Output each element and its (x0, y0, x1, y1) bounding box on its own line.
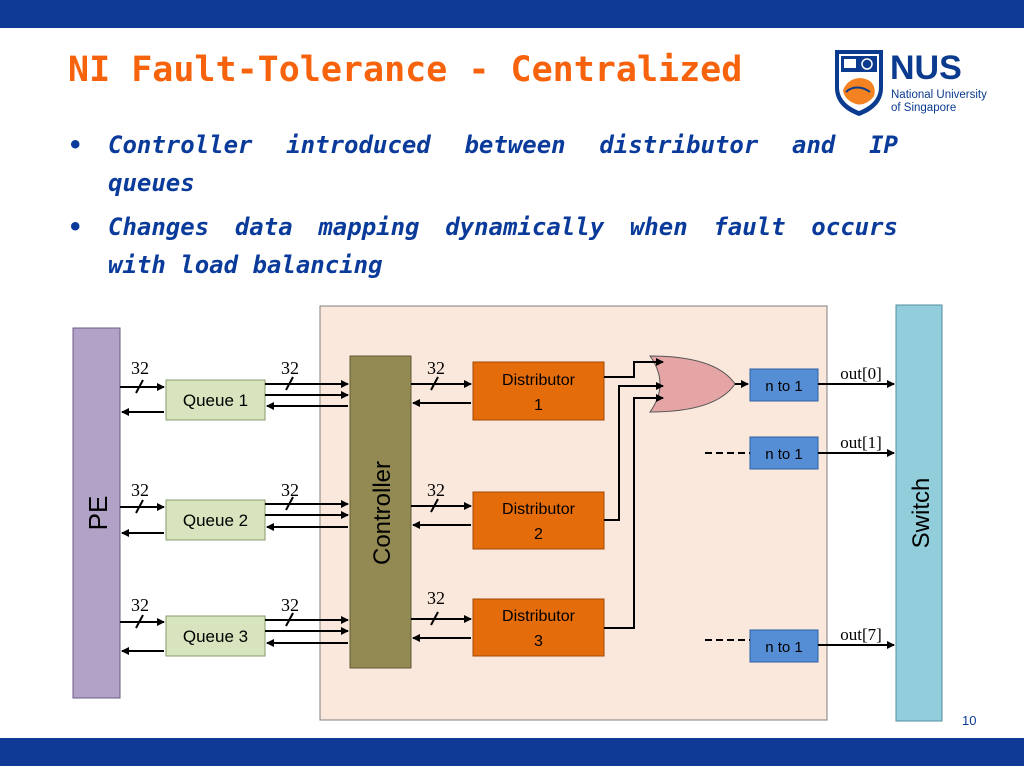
distributor-2-number: 2 (534, 526, 543, 543)
bus-width-label: 32 (281, 480, 299, 500)
queue-2-label: Queue 2 (183, 511, 248, 530)
controller-label: Controller (369, 461, 396, 565)
output-label-0: out[0] (840, 364, 882, 383)
pe-block (72, 327, 121, 699)
bus-width-label: 32 (427, 358, 445, 378)
queue-3-label: Queue 3 (183, 627, 248, 646)
queue-1-label: Queue 1 (183, 391, 248, 410)
queue-2: Queue 2 (165, 499, 266, 541)
bus-width-label: 32 (131, 358, 149, 378)
queue-3: Queue 3 (165, 615, 266, 657)
bullet-marker: • (68, 213, 83, 241)
nus-crest-icon (835, 50, 883, 116)
bus-width-label: 32 (131, 480, 149, 500)
mux-1-label: n to 1 (765, 446, 803, 463)
distributor-2-label: Distributor (502, 501, 576, 518)
output-label-1: out[1] (840, 433, 882, 452)
distributor-3-number: 3 (534, 633, 543, 650)
queue-1: Queue 1 (165, 379, 266, 421)
slide-title: NI Fault-Tolerance - Centralized (68, 50, 743, 90)
bullet-1: • Controller introduced between distribu… (68, 126, 898, 202)
pe-label: PE (83, 496, 113, 531)
wires (120, 358, 895, 655)
bus-width-label: 32 (427, 588, 445, 608)
distributor-2: Distributor 2 (472, 491, 605, 550)
distributor-1-label: Distributor (502, 372, 576, 389)
bus-slashes (135, 376, 439, 629)
mux-7-label: n to 1 (765, 639, 803, 656)
nus-logo: NUS National University of Singapore (835, 49, 987, 116)
distributor-1-number: 1 (534, 397, 543, 414)
distributor-1: Distributor 1 (472, 361, 605, 421)
bus-width-label: 32 (131, 595, 149, 615)
bus-width-label: 32 (427, 480, 445, 500)
distributor-3-label: Distributor (502, 608, 576, 625)
bullet-2: • Changes data mapping dynamically when … (68, 208, 898, 284)
mux-0: n to 1 (749, 368, 819, 402)
bus-width-label: 32 (281, 358, 299, 378)
bullet-text: Changes data mapping dynamically when fa… (108, 213, 898, 279)
bullet-marker: • (68, 131, 83, 159)
logo-line-2: of Singapore (891, 102, 956, 114)
mux-7: n to 1 (749, 629, 819, 663)
output-label-7: out[7] (840, 625, 882, 644)
dashed-inputs (705, 452, 750, 641)
page-number: 10 (962, 713, 977, 728)
distributor-3: Distributor 3 (472, 598, 605, 657)
switch-label: Switch (908, 478, 935, 549)
bullet-text: Controller introduced between distributo… (108, 131, 898, 197)
controller-block (349, 355, 412, 669)
logo-line-1: National University (891, 89, 987, 101)
mux-0-label: n to 1 (765, 378, 803, 395)
bus-width-labels: 32 32 32 32 32 32 32 32 32 (131, 358, 445, 615)
logo-wordmark: NUS (890, 49, 962, 87)
switch-block (895, 304, 943, 722)
output-labels: out[0] out[1] out[7] (840, 364, 882, 644)
top-band (0, 0, 1024, 28)
bus-width-label: 32 (281, 595, 299, 615)
mux-1: n to 1 (749, 436, 819, 470)
bottom-band (0, 738, 1024, 766)
